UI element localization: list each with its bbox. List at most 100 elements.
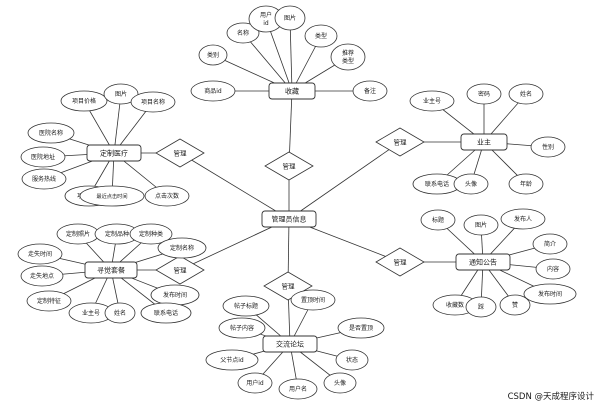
- attribute-label: 收藏数: [446, 301, 464, 309]
- attribute-forum: 用户id: [237, 372, 273, 394]
- attribute-label: id: [263, 20, 269, 27]
- attribute-pkg: 定制特征: [26, 290, 72, 312]
- attribute-label: 最近点击时间: [96, 192, 127, 200]
- attribute-ellipse: [532, 233, 568, 255]
- attribute-ellipse: [530, 136, 566, 158]
- attribute-ellipse: [274, 5, 306, 31]
- attribute-label: 服务热线: [32, 175, 56, 183]
- attribute-ellipse: [466, 83, 502, 105]
- attribute-forum: 头像: [323, 372, 357, 394]
- entity-label: 定制医疗: [100, 149, 128, 158]
- connector-line: [179, 218, 290, 271]
- entity-label: 业主: [477, 138, 491, 147]
- attribute-notice: 赞: [499, 294, 531, 316]
- attribute-pkg: 定制名称: [157, 237, 207, 259]
- attribute-label: 姓名: [114, 309, 126, 317]
- attribute-ellipse: [26, 290, 72, 312]
- attribute-label: 定制特征: [37, 297, 61, 305]
- attribute-label: 定制照片: [66, 230, 90, 238]
- attribute-forum: 置顶时间: [290, 289, 336, 311]
- entity-label: 通知公告: [469, 258, 497, 267]
- attribute-ellipse: [323, 372, 357, 394]
- attribute-label: 点击次数: [155, 192, 179, 200]
- attribute-label: 年龄: [520, 180, 532, 188]
- attribute-ellipse: [508, 173, 544, 195]
- attribute-label: 图片: [284, 14, 296, 22]
- attribute-label: 商品id: [204, 87, 222, 95]
- entity-owner: 业主: [460, 133, 508, 151]
- attribute-label: 简介: [544, 240, 556, 248]
- attribute-ellipse: [453, 173, 489, 195]
- attribute-owner: 密码: [466, 83, 502, 105]
- entity-label: 管理员信息: [272, 215, 307, 224]
- attribute-label: 用户id: [246, 379, 264, 387]
- attribute-ellipse: [129, 223, 173, 245]
- attribute-label: 头像: [334, 379, 346, 387]
- attribute-ellipse: [409, 90, 455, 112]
- attribute-label: 走失地点: [30, 272, 54, 280]
- attribute-ellipse: [222, 295, 270, 317]
- attribute-label: 发布时间: [163, 291, 187, 299]
- attribute-med: 最近点击时间: [79, 185, 145, 207]
- relation-med: 管理: [155, 138, 205, 168]
- attribute-label: 踩: [478, 304, 484, 311]
- attribute-label: 图片: [115, 90, 127, 98]
- attribute-label: 类型: [315, 32, 327, 40]
- attribute-ellipse: [352, 80, 388, 102]
- attribute-ellipse: [144, 185, 190, 207]
- relation-label: 管理: [282, 281, 296, 290]
- attribute-label: 发布人: [514, 215, 532, 223]
- attribute-label: 定制品种: [105, 230, 129, 238]
- attribute-ellipse: [523, 283, 577, 305]
- attribute-fav: 商品id: [190, 80, 236, 102]
- attribute-med: 医院名称: [27, 122, 75, 144]
- entity-forum: 交流论坛: [262, 335, 318, 353]
- attribute-med: 项目名称: [130, 91, 176, 113]
- attribute-fav: 名称: [226, 22, 260, 44]
- attribute-ellipse: [205, 349, 259, 371]
- attribute-notice: 发布人: [500, 208, 546, 230]
- attribute-label: 备注: [364, 87, 376, 95]
- connector-line: [242, 32, 293, 92]
- attribute-pkg: 联系电话: [140, 302, 192, 324]
- relation-diamond: [264, 151, 314, 181]
- attribute-ellipse: [130, 91, 176, 113]
- attribute-pkg: 姓名: [104, 302, 136, 324]
- relation-diamond: [375, 247, 425, 277]
- attribute-ellipse: [500, 208, 546, 230]
- entity-label: 寻觉套餐: [97, 266, 125, 275]
- attribute-notice: 标题: [420, 209, 456, 231]
- attribute-ellipse: [190, 80, 236, 102]
- attribute-label: 置顶时间: [301, 296, 325, 304]
- attribute-label: 帖子内容: [230, 324, 254, 332]
- attribute-ellipse: [465, 296, 497, 318]
- attribute-label: 发布时间: [538, 290, 562, 298]
- attribute-label: 标题: [432, 216, 444, 224]
- attribute-label: 医院地址: [31, 153, 55, 161]
- attribute-fav: 备注: [352, 80, 388, 102]
- attribute-label: 类别: [207, 51, 219, 59]
- attribute-label: 赞: [512, 301, 518, 309]
- attribute-owner: 性别: [530, 136, 566, 158]
- attribute-owner: 头像: [453, 173, 489, 195]
- attribute-ellipse: [304, 24, 338, 48]
- attribute-owner: 业主号: [409, 90, 455, 112]
- attribute-ellipse: [499, 294, 531, 316]
- entity-label: 交流论坛: [276, 340, 304, 349]
- attribute-ellipse: [237, 372, 273, 394]
- attribute-ellipse: [420, 209, 456, 231]
- attribute-pkg: 走失地点: [20, 265, 64, 287]
- entity-pkg: 寻觉套餐: [84, 261, 138, 279]
- attribute-notice: 简介: [532, 233, 568, 255]
- attribute-label: 定制种类: [139, 230, 163, 238]
- entity-box: [262, 335, 318, 353]
- attribute-med: 项目价格: [60, 90, 108, 112]
- attribute-label: 是否置顶: [349, 325, 373, 332]
- attribute-ellipse: [103, 83, 139, 105]
- attribute-ellipse: [508, 83, 544, 105]
- attribute-notice: 发布时间: [523, 283, 577, 305]
- attribute-fav: 图片: [274, 5, 306, 31]
- attribute-ellipse: [278, 378, 318, 400]
- attribute-label: 用户: [260, 11, 272, 19]
- entity-med: 定制医疗: [86, 144, 142, 162]
